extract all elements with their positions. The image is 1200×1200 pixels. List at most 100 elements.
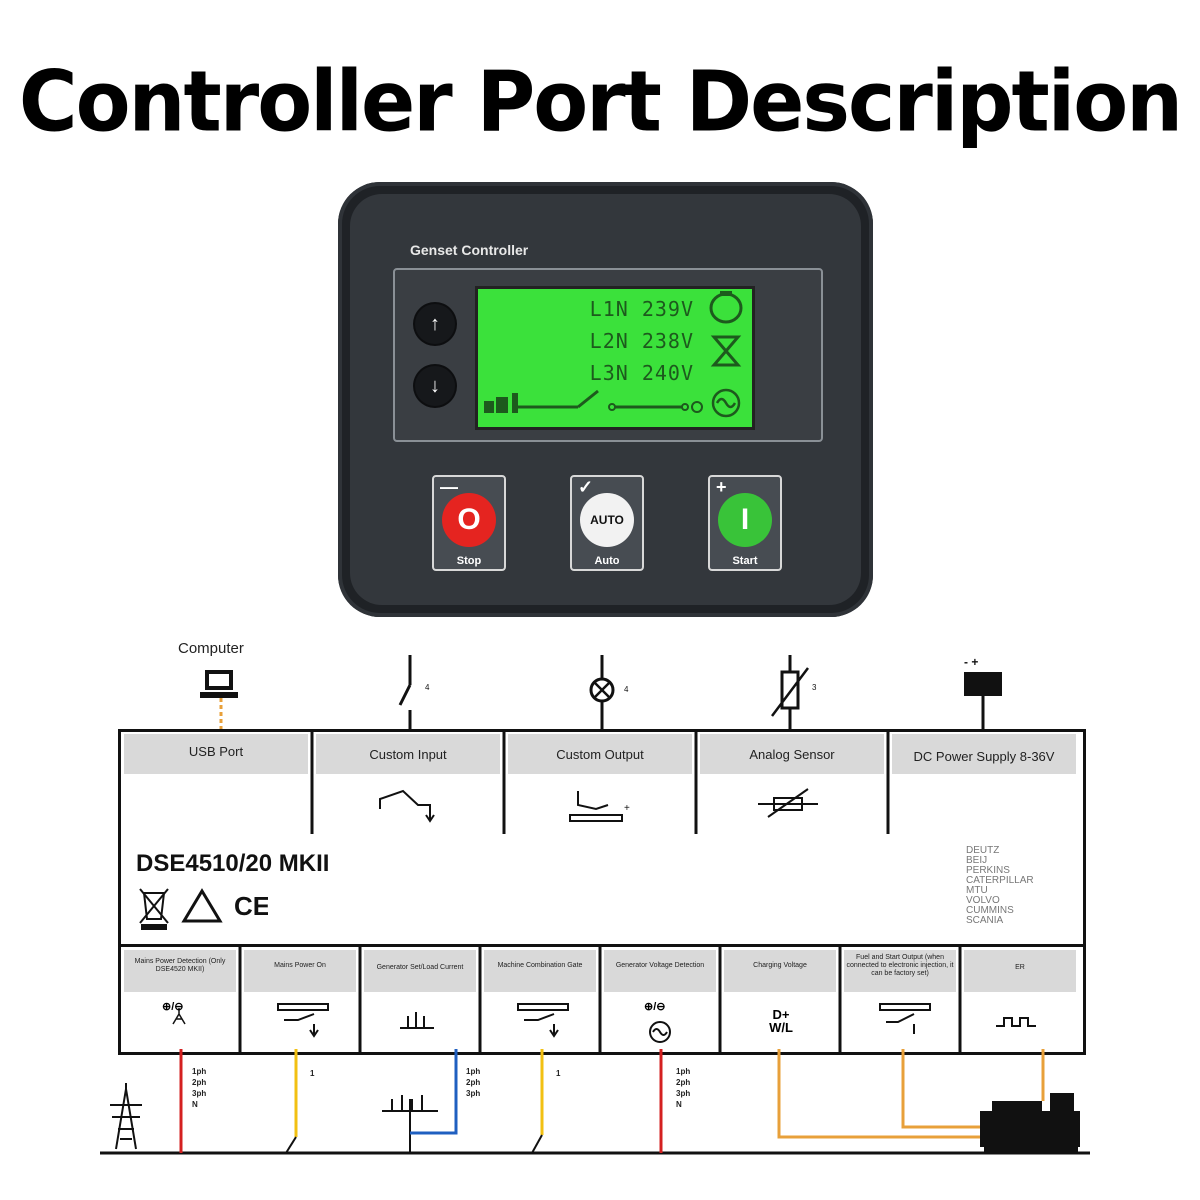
brand-item: VOLVO: [966, 895, 1000, 906]
computer-label: Computer: [178, 640, 244, 657]
auto-glyph: AUTO: [590, 513, 624, 527]
gate-relay-icon: [517, 1003, 569, 1038]
variable-resistor-icon: 3: [771, 655, 817, 732]
port-load-current: Generator Set/Load Current: [364, 950, 476, 992]
hourglass-icon: [710, 335, 742, 367]
power-pylon-icon: [110, 1083, 142, 1150]
auto-button[interactable]: ✓ AUTO Auto: [570, 475, 644, 571]
svg-text:4: 4: [624, 685, 629, 694]
port-mains-detection: Mains Power Detection (Only DSE4520 MKII…: [124, 950, 236, 992]
arrow-up-icon[interactable]: ↑: [415, 304, 455, 344]
phase-label: 2ph: [192, 1078, 207, 1087]
svg-text:- +: - +: [964, 655, 978, 669]
page-title: Controller Port Description: [18, 52, 1183, 151]
svg-text:3: 3: [812, 683, 817, 692]
phase-label: 2ph: [466, 1078, 481, 1087]
port-mains-on: Mains Power On: [244, 950, 356, 992]
start-circle: I: [718, 493, 772, 547]
start-glyph: I: [740, 503, 750, 536]
brand-item: BEIJ: [966, 855, 988, 866]
brand-item: CATERPILLAR: [966, 875, 1034, 886]
start-button[interactable]: + I Start: [708, 475, 782, 571]
port-charging-voltage: Charging Voltage: [724, 950, 836, 992]
mains-symbol: ⊕/⊖: [162, 1001, 184, 1013]
auto-label: Auto: [594, 555, 620, 567]
phase-group-generator: 1ph 2ph 3ph N: [676, 1066, 690, 1110]
port-fuel-start: Fuel and Start Output (when connected to…: [844, 950, 956, 992]
arrow-down-icon[interactable]: ↓: [415, 366, 455, 406]
port-custom-input: Custom Input: [316, 734, 500, 774]
port-combination-gate: Machine Combination Gate: [484, 950, 596, 992]
phase-group-mains: 1ph 2ph 3ph N: [192, 1066, 206, 1110]
svg-text:4: 4: [425, 683, 430, 692]
plus-mark: +: [716, 477, 727, 497]
phase-label: N: [192, 1100, 198, 1109]
model-strip: [118, 834, 1086, 944]
start-label: Start: [732, 555, 758, 567]
port-usb: USB Port: [124, 734, 308, 774]
phase-label: 1ph: [192, 1067, 207, 1076]
generator-symbol: ⊕/⊖: [644, 1001, 666, 1013]
pulse-icon: [996, 1017, 1036, 1027]
wire-mark: 1: [310, 1069, 315, 1078]
check-mark: ✓: [578, 477, 594, 497]
port-dc-power: DC Power Supply 8-36V: [892, 734, 1076, 774]
top-port-dividers: +: [310, 729, 890, 835]
stop-label: Stop: [456, 555, 482, 567]
engine-icon: [709, 292, 743, 324]
fuel-relay-icon: [879, 1003, 931, 1034]
lcd-line-1: L1N 239V: [589, 297, 694, 321]
port-generator-voltage: Generator Voltage Detection: [604, 950, 716, 992]
brand-item: PERKINS: [966, 865, 1010, 876]
lcd-screen: L1N 239V L2N 238V L3N 240V: [475, 286, 755, 430]
input-switch-icon: [379, 789, 435, 823]
bottom-port-dividers: [172, 944, 1036, 1052]
brand-list: DEUTZ BEIJ PERKINS CATERPILLAR MTU VOLVO…: [966, 846, 1034, 926]
lcd-load-line: [484, 389, 703, 413]
current-transformer-icon: [400, 1012, 434, 1029]
recycle-icon: [181, 888, 223, 923]
brand-item: MTU: [966, 885, 988, 896]
stop-glyph: O: [457, 503, 481, 536]
battery-icon: - +: [964, 655, 1002, 732]
phase-group-current: 1ph 2ph 3ph: [466, 1066, 480, 1099]
certification-marks: CE: [139, 888, 268, 930]
phase-label: 1ph: [466, 1067, 481, 1076]
phase-label: 3ph: [466, 1089, 481, 1098]
display-panel: ↑ ↓ L1N 239V L2N 238V L3N 240V: [393, 268, 823, 442]
lcd-line-3: L3N 240V: [589, 361, 694, 385]
auto-circle: AUTO: [580, 493, 634, 547]
output-relay-icon: +: [569, 791, 630, 822]
computer-icon: [200, 670, 238, 732]
lcd-status-icons: [709, 291, 743, 418]
brand-item: DEUTZ: [966, 845, 1000, 856]
phase-label: 3ph: [676, 1089, 691, 1098]
generator-set-icon: [980, 1093, 1080, 1153]
brand-item: CUMMINS: [966, 905, 1014, 916]
generator-icon: [711, 388, 741, 418]
port-er: ER: [964, 950, 1076, 992]
port-analog-sensor: Analog Sensor: [700, 734, 884, 774]
charging-symbol: D+ W/L: [769, 1007, 793, 1035]
ac-generator-icon: [649, 1021, 671, 1043]
phase-label: N: [676, 1100, 682, 1109]
weee-bin-icon: [139, 888, 169, 930]
port-custom-output: Custom Output: [508, 734, 692, 774]
phase-label: 3ph: [192, 1089, 207, 1098]
ct-coil-icon: [382, 1095, 438, 1112]
ce-mark-icon: CE: [234, 891, 268, 921]
phase-label: 2ph: [676, 1078, 691, 1087]
lamp-icon: 4: [589, 655, 629, 732]
minus-mark: —: [440, 477, 458, 497]
genset-controller: Genset Controller ↑ ↓ L1N 239V L2N 238V …: [338, 182, 873, 617]
model-name: DSE4510/20 MKII: [136, 850, 330, 877]
sensor-resistor-icon: [758, 788, 818, 818]
phase-label: 1ph: [676, 1067, 691, 1076]
wire-mark: 1: [556, 1069, 561, 1078]
stop-circle: O: [442, 493, 496, 547]
external-devices: 4 4 3 - +: [200, 655, 1002, 732]
relay-icon: [277, 1003, 329, 1038]
stop-button[interactable]: — O Stop: [432, 475, 506, 571]
svg-text:+: +: [624, 803, 630, 814]
tower-small-icon: [172, 1008, 186, 1025]
